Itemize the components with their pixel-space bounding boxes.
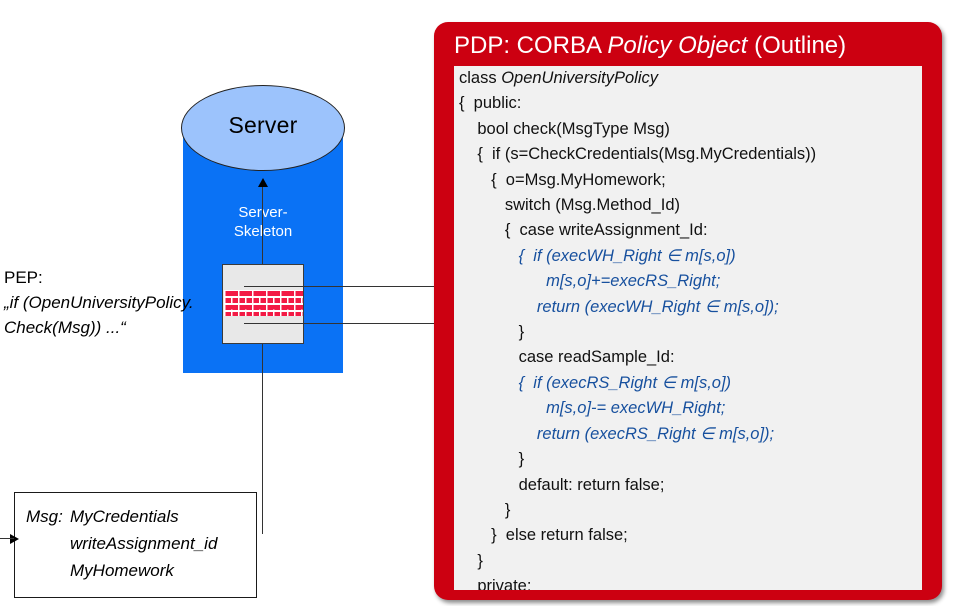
pep-caption-line1: PEP: (4, 268, 43, 287)
server-cylinder-top (181, 85, 345, 171)
code-line: m[s,o]-= execWH_Right; (459, 399, 726, 418)
pdp-title-suffix: (Outline) (747, 32, 847, 59)
message-inbound-arrowhead (10, 534, 19, 544)
pep-caption-line2: „if (OpenUniversityPolicy. (4, 293, 194, 312)
pep-caption-line3: Check(Msg)) ...“ (4, 318, 126, 337)
firewall-brick-icon (224, 290, 303, 316)
message-key: Msg: (26, 507, 63, 526)
code-line: default: return false; (459, 475, 665, 494)
code-line: return (execRS_Right ∈ m[s,o]); (459, 424, 775, 443)
pdp-title-emphasis: Policy Object (607, 32, 748, 59)
code-line: } (459, 323, 525, 342)
code-line: return (execWH_Right ∈ m[s,o]); (459, 297, 779, 316)
message-inbound-line (0, 538, 14, 540)
message-value-object: MyHomework (70, 561, 174, 580)
code-line: } (459, 450, 525, 469)
code-line: { o=Msg.MyHomework; (459, 170, 666, 189)
code-line: } (459, 500, 511, 519)
code-line: class OpenUniversityPolicy (454, 66, 922, 91)
code-line: private: (459, 577, 532, 590)
code-token-emphasis: OpenUniversityPolicy (501, 69, 658, 87)
message-value-method: writeAssignment_id (70, 534, 218, 553)
code-line: } (459, 551, 483, 570)
code-line: bool check(MsgType Msg) (459, 119, 670, 138)
code-token: class (459, 69, 502, 87)
pep-caption: PEP: „if (OpenUniversityPolicy. Check(Ms… (4, 265, 194, 340)
code-line: { case writeAssignment_Id: (459, 221, 708, 240)
code-line: switch (Msg.Method_Id) (459, 196, 680, 215)
code-line: { if (execRS_Right ∈ m[s,o]) (459, 373, 732, 392)
pdp-code-listing: class OpenUniversityPolicy { public: bool… (454, 66, 922, 590)
code-line: { if (s=CheckCredentials(Msg.MyCredentia… (459, 145, 817, 164)
code-line: m[s,o]+=execRS_Right; (459, 272, 721, 291)
pdp-panel-title: PDP: CORBA Policy Object (Outline) (454, 32, 934, 60)
code-line: } else return false; (459, 526, 628, 545)
message-box (14, 492, 257, 598)
message-value-credentials: MyCredentials (70, 507, 179, 526)
server-label: Server (228, 112, 298, 138)
code-line: { if (execWH_Right ∈ m[s,o]) (459, 246, 736, 265)
pdp-title-prefix: PDP: CORBA (454, 32, 608, 59)
pep-pdp-connector-bottom (244, 323, 474, 325)
code-line: case readSample_Id: (459, 348, 675, 367)
message-flow-line-vertical (262, 186, 264, 534)
message-flow-arrowhead-up (258, 178, 268, 187)
code-line: { public: (459, 94, 522, 113)
pep-pdp-connector-top (244, 286, 474, 288)
